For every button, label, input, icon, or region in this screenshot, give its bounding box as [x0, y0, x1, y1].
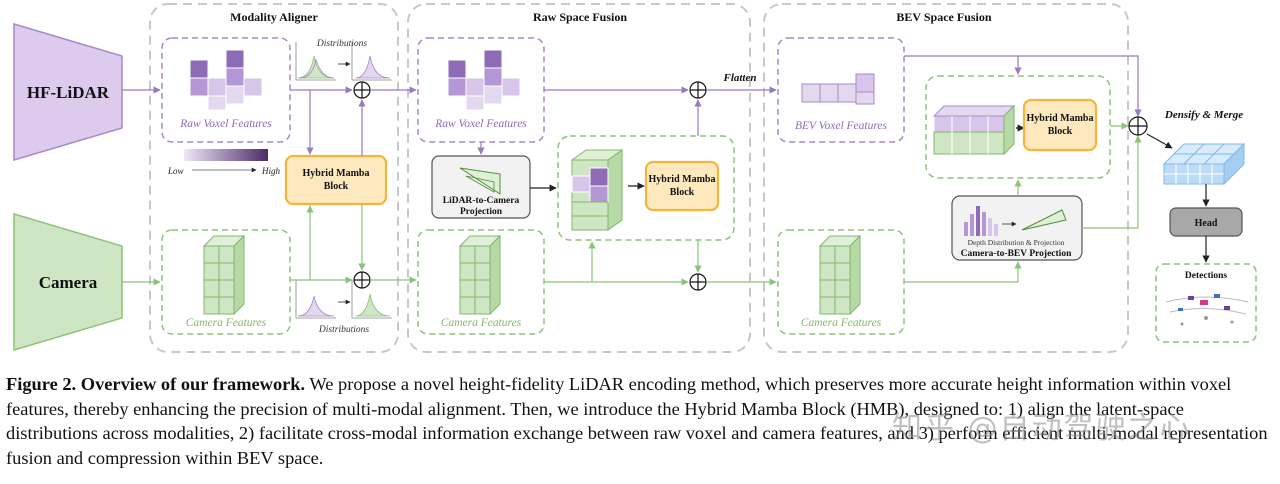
bev-connections	[904, 55, 1142, 283]
distributions-bottom-label: Distributions	[318, 325, 369, 335]
aligner-hmb-label-2: Block	[324, 181, 349, 192]
raw-space-fusion-stage	[407, 3, 751, 353]
densify-merge-label: Densify & Merge	[1164, 109, 1243, 121]
bev-space-fusion-title: BEV Space Fusion	[896, 10, 991, 24]
aligner-raw-voxel-label: Raw Voxel Features	[179, 118, 272, 130]
rsf-hmb-label-1: Hybrid Mamba	[649, 174, 716, 185]
rsf-camera-label: Camera Features	[441, 317, 522, 329]
aligner-connections	[122, 86, 417, 286]
rsf-fusion-box	[557, 135, 735, 241]
aligner-camera-label: Camera Features	[186, 317, 267, 329]
camera-to-bev-label: Camera-to-BEV Projection	[961, 249, 1072, 259]
rsf-bottom-plus-icon	[689, 273, 707, 291]
lidar-to-camera-label-1: LiDAR-to-Camera	[443, 196, 520, 206]
bev-fusion-box	[925, 75, 1111, 179]
head-label: Head	[1195, 218, 1218, 229]
lidar-to-camera-box	[431, 155, 531, 219]
aligner-hmb-label-1: Hybrid Mamba	[303, 168, 370, 179]
modality-aligner-stage	[149, 3, 399, 353]
rsf-hmb-label-2: Block	[670, 187, 695, 198]
hf-lidar-label: HF-LiDAR	[27, 83, 110, 102]
aligner-hmb-block	[284, 154, 388, 206]
projection-frustum-icon	[459, 167, 501, 195]
detections-label: Detections	[1185, 271, 1228, 281]
raw-space-fusion-title: Raw Space Fusion	[533, 10, 627, 24]
rsf-camera-stack-icon	[458, 234, 502, 316]
rsf-hmb-block	[644, 160, 720, 212]
aligner-top-plus-icon	[353, 81, 371, 99]
bev-space-fusion-stage	[763, 3, 1129, 353]
bev-dense-grid-icon	[1162, 142, 1246, 186]
rsf-top-plus-icon	[689, 81, 707, 99]
lidar-to-camera-label-2: Projection	[460, 207, 503, 217]
detections-point-cloud-icon	[1165, 294, 1249, 326]
caption-figure-label: Figure 2.	[6, 374, 77, 394]
depth-distribution-icon	[964, 206, 1067, 236]
rsf-voxel-cubes-icon	[447, 49, 521, 111]
hf-lidar-input: HF-LiDAR	[13, 22, 123, 162]
distributions-top-label: Distributions	[316, 39, 367, 49]
bev-camera-label: Camera Features	[801, 317, 882, 329]
figure-caption: Figure 2. Overview of our framework. We …	[6, 372, 1276, 470]
rsf-connections	[477, 86, 777, 286]
rsf-raw-voxel-label: Raw Voxel Features	[434, 118, 527, 130]
modality-aligner-title: Modality Aligner	[230, 10, 318, 24]
bev-hmb-label-1: Hybrid Mamba	[1027, 113, 1094, 124]
legend-high-label: High	[261, 166, 281, 176]
rsf-fused-stack-icon	[570, 149, 624, 231]
bev-voxel-label: BEV Voxel Features	[795, 120, 887, 132]
densify-to-grid-arrow	[1146, 133, 1173, 149]
aligner-bottom-plus-icon	[353, 271, 371, 289]
bev-voxel-box	[777, 37, 905, 143]
bev-camera-stack-icon	[818, 234, 862, 316]
caption-title: Overview of our framework.	[80, 374, 306, 394]
flatten-label: Flatten	[722, 72, 756, 84]
detections-box	[1155, 263, 1257, 343]
camera-feature-stack-icon	[202, 234, 246, 316]
framework-diagram: HF-LiDAR Camera Modality Aligner Raw Spa…	[13, 3, 1257, 353]
bev-hmb-label-2: Block	[1048, 126, 1073, 137]
aligner-camera-box	[161, 229, 291, 335]
camera-input: Camera	[13, 212, 123, 352]
distributions-top: Distributions	[295, 39, 392, 81]
bev-hmb-block	[1022, 98, 1098, 152]
bev-voxel-icon	[801, 73, 875, 105]
distributions-bottom: Distributions	[295, 280, 392, 335]
densify-merge-plus-icon	[1128, 116, 1148, 136]
bev-fused-stack-icon	[932, 104, 1016, 156]
depth-distribution-label: Depth Distribution & Projection	[968, 238, 1065, 247]
voxel-cubes-icon	[189, 49, 263, 111]
caption-body: We propose a novel height-fidelity LiDAR…	[6, 374, 1268, 468]
camera-label: Camera	[39, 273, 98, 292]
height-legend: Low High	[167, 149, 281, 176]
legend-low-label: Low	[167, 166, 184, 176]
